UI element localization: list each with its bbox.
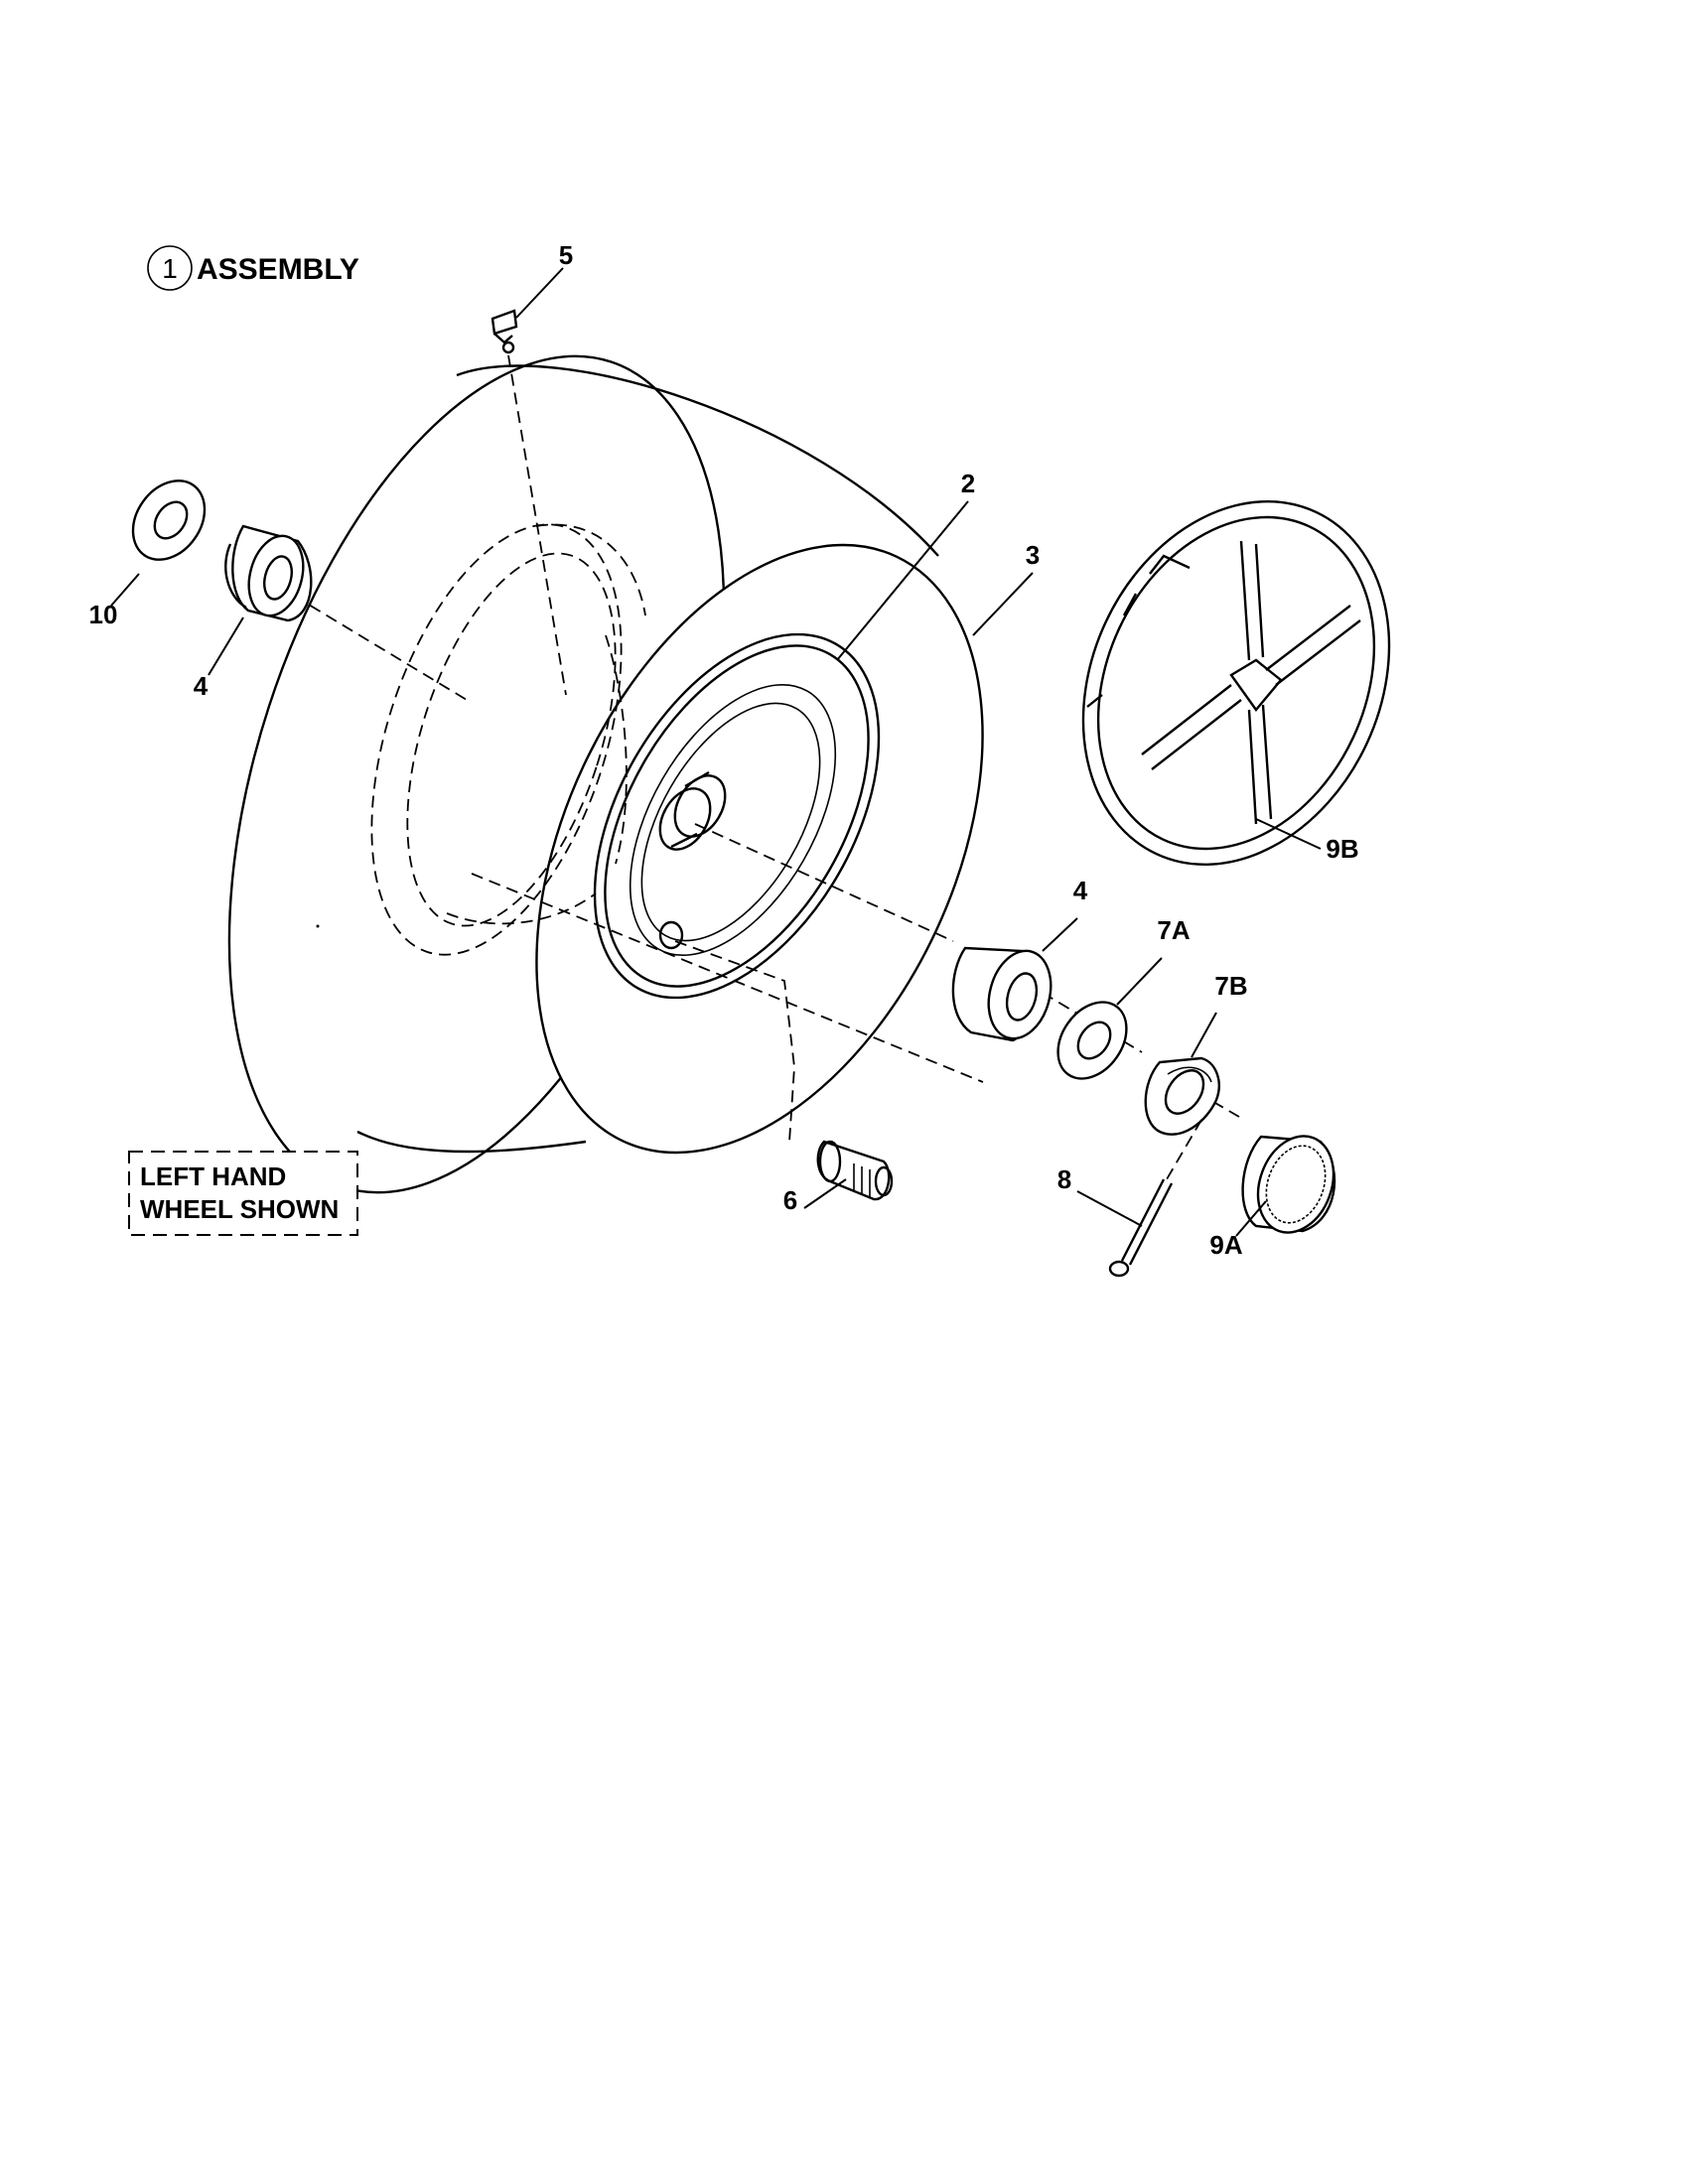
cotter-pin-8 — [1108, 1119, 1202, 1278]
washer-10 — [131, 479, 207, 561]
callout-4-right: 4 — [1073, 876, 1088, 905]
assembly-title: 1 ASSEMBLY — [147, 245, 359, 291]
stray-dot — [316, 924, 320, 928]
callout-labels: 5 2 3 10 4 9B 4 7A 7B 6 8 9A — [89, 240, 1359, 1260]
hub-cap-9a — [1241, 1135, 1336, 1234]
note-line-1: LEFT HAND — [140, 1161, 286, 1191]
assembly-number-circle — [147, 245, 193, 291]
callout-8: 8 — [1057, 1164, 1071, 1194]
grease-fitting — [491, 309, 567, 696]
callout-4-left: 4 — [194, 671, 209, 701]
bushing-4-right — [951, 946, 1052, 1042]
axle-centerline-front — [694, 823, 954, 942]
rim — [593, 632, 881, 1000]
leader-lines — [110, 267, 1322, 1237]
tire — [227, 354, 984, 1194]
retainer-7b — [1144, 1056, 1220, 1136]
callout-9a: 9A — [1209, 1230, 1242, 1260]
callout-3: 3 — [1026, 540, 1040, 570]
callout-10: 10 — [89, 600, 118, 629]
callout-7a: 7A — [1157, 915, 1190, 945]
washer-7a — [1056, 1001, 1128, 1080]
callout-6: 6 — [783, 1185, 797, 1215]
callout-5: 5 — [559, 240, 573, 270]
valve-stem-6 — [674, 940, 894, 1201]
axle-centerline — [293, 595, 984, 1083]
wheel-cover-9b — [1081, 500, 1391, 866]
assembly-number: 1 — [162, 253, 178, 284]
assembly-title-text: ASSEMBLY — [197, 253, 359, 286]
callout-2: 2 — [961, 469, 975, 498]
bushing-4-left — [224, 524, 313, 622]
callout-7b: 7B — [1214, 971, 1247, 1001]
callout-9b: 9B — [1326, 834, 1358, 864]
hidden-rim — [370, 523, 646, 956]
note-line-2: WHEEL SHOWN — [140, 1194, 339, 1224]
note-box: LEFT HAND WHEEL SHOWN — [128, 1151, 358, 1236]
